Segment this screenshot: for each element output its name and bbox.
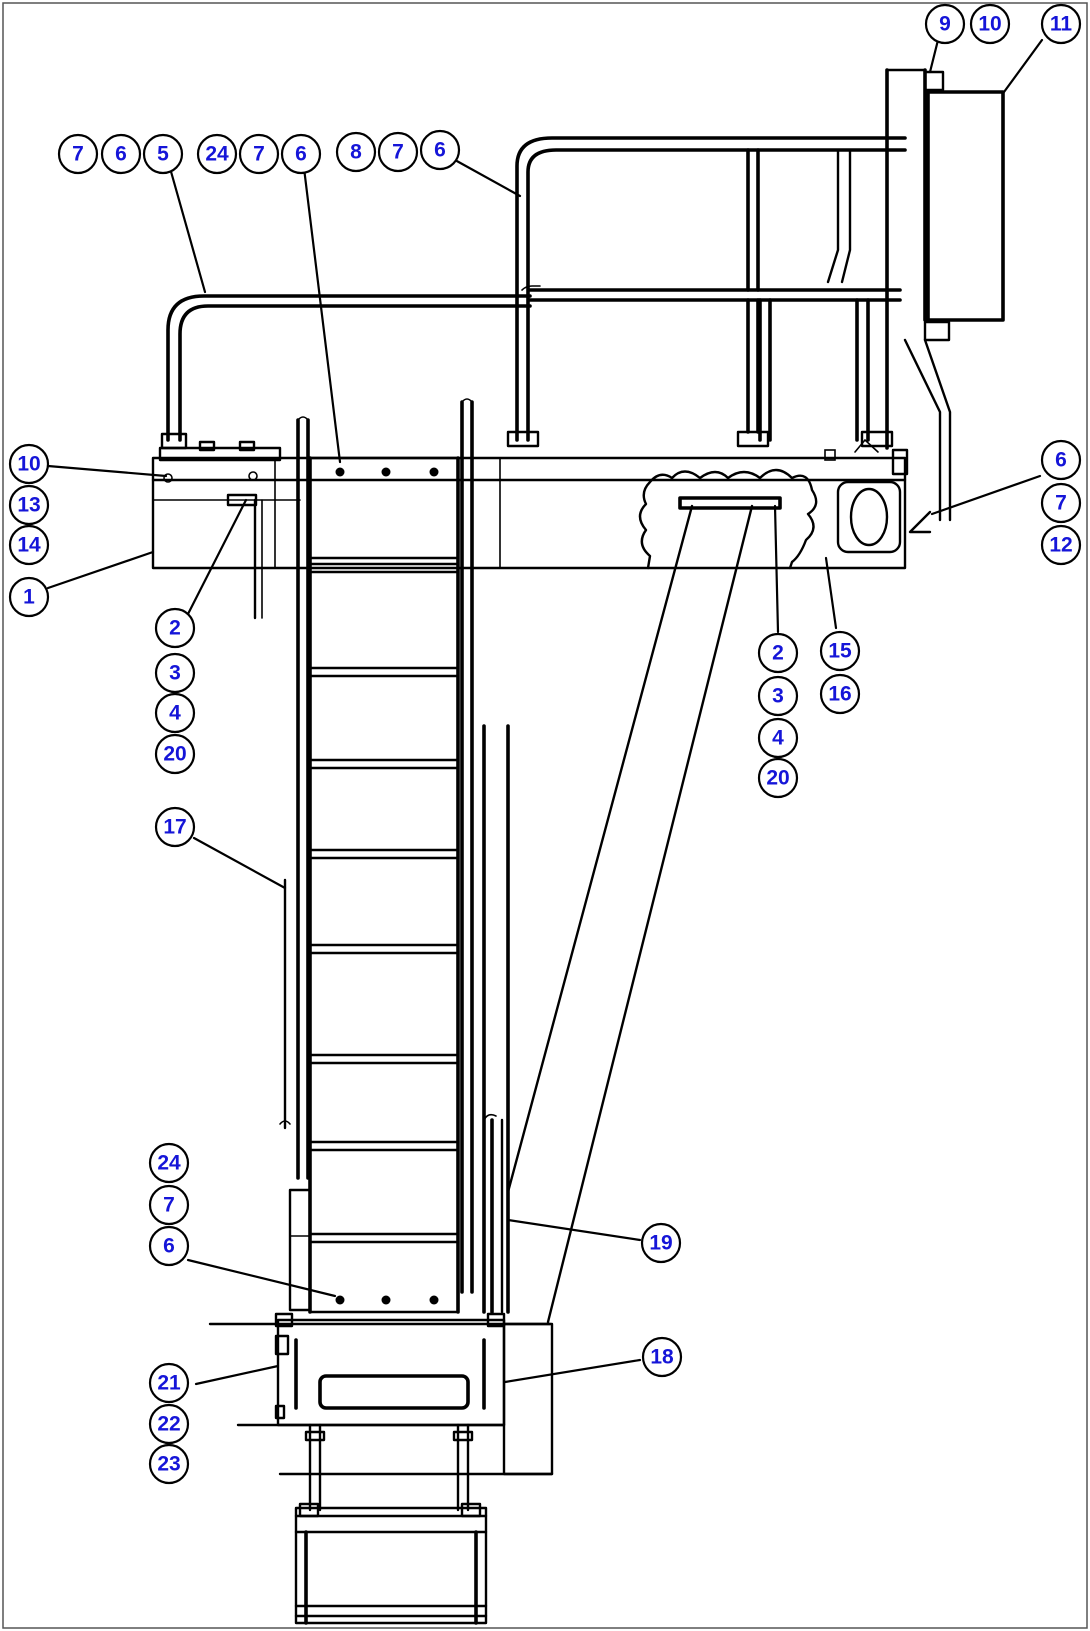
callout-24b-label: 24 [157,1152,181,1175]
callout-3b-label: 3 [772,685,784,708]
callout-17-label: 17 [163,816,186,839]
callout-20a-label: 20 [163,743,186,766]
callout-7a: 7 [57,133,99,175]
diagonal-arms [506,504,754,1324]
callout-12-label: 12 [1049,534,1072,557]
callout-16-label: 16 [828,683,851,706]
callout-8-label: 8 [350,141,362,164]
callout-1: 1 [8,576,50,618]
callout-4b-label: 4 [772,727,784,750]
callout-10b-label: 10 [17,453,40,476]
callout-18: 18 [641,1336,683,1378]
callout-2b: 2 [757,632,799,674]
callout-2a-label: 2 [169,617,181,640]
hood-box [885,68,1005,534]
callout-20b: 20 [757,757,799,799]
bottom-step-18 [208,1312,554,1625]
callout-16: 16 [819,673,861,715]
callout-7c-label: 7 [392,141,404,164]
callout-2b-label: 2 [772,642,784,665]
callout-21: 21 [148,1362,190,1404]
callout-1-label: 1 [23,586,35,609]
callout-3b: 3 [757,675,799,717]
callout-7a-label: 7 [72,143,84,166]
callout-6b: 6 [280,133,322,175]
callout-10a: 10 [969,3,1011,45]
callout-7d: 7 [1040,482,1082,524]
callout-5-label: 5 [157,143,169,166]
callout-6c: 6 [419,129,461,171]
callout-20a: 20 [154,733,196,775]
ladder [288,456,460,1314]
callout-7b: 7 [238,133,280,175]
callout-6a: 6 [100,133,142,175]
platform-deck [151,438,909,620]
callout-24a-label: 24 [205,143,229,166]
callout-19-label: 19 [649,1232,672,1255]
callout-15: 15 [819,630,861,672]
callout-23-label: 23 [157,1453,180,1476]
callout-24a: 24 [196,133,238,175]
callout-3a-label: 3 [169,662,181,685]
callout-22-label: 22 [157,1413,180,1436]
callout-10a-label: 10 [978,13,1001,36]
callout-6d-label: 6 [1055,449,1067,472]
leader-lines [46,38,1044,1386]
callout-2a: 2 [154,607,196,649]
callout-7d-label: 7 [1055,492,1067,515]
callout-7e: 7 [148,1184,190,1226]
callout-10b: 10 [8,443,50,485]
callout-14: 14 [8,524,50,566]
callout-4a-label: 4 [169,702,181,725]
callout-13: 13 [8,484,50,526]
callout-6d: 6 [1040,439,1082,481]
handrail-left [160,294,532,450]
callout-19: 19 [640,1222,682,1264]
callout-21-label: 21 [157,1372,181,1395]
callout-7e-label: 7 [163,1194,175,1217]
callout-6c-label: 6 [434,139,446,162]
callout-12: 12 [1040,524,1082,566]
callout-6e: 6 [148,1225,190,1267]
callout-7c: 7 [377,131,419,173]
callout-9-label: 9 [939,13,951,36]
callout-5: 5 [142,133,184,175]
callout-11-label: 11 [1050,13,1073,36]
callout-17: 17 [154,806,196,848]
callout-6a-label: 6 [115,143,127,166]
callout-20b-label: 20 [766,767,789,790]
callout-18-label: 18 [650,1346,674,1369]
callout-13-label: 13 [17,494,40,517]
callout-4b: 4 [757,717,799,759]
callout-11: 11 [1040,3,1082,45]
callout-4a: 4 [154,692,196,734]
callout-22: 22 [148,1403,190,1445]
callout-24b: 24 [148,1142,190,1184]
callout-6b-label: 6 [295,143,307,166]
callout-8: 8 [335,131,377,173]
callout-7b-label: 7 [253,143,265,166]
tubes-19 [482,724,510,1314]
rear-rail [279,398,474,1294]
handrail-upper [506,136,907,448]
callout-9: 9 [924,3,966,45]
callout-6e-label: 6 [163,1235,175,1258]
callout-15-label: 15 [828,640,852,663]
callout-14-label: 14 [17,534,41,557]
callout-23: 23 [148,1443,190,1485]
callout-3a: 3 [154,652,196,694]
